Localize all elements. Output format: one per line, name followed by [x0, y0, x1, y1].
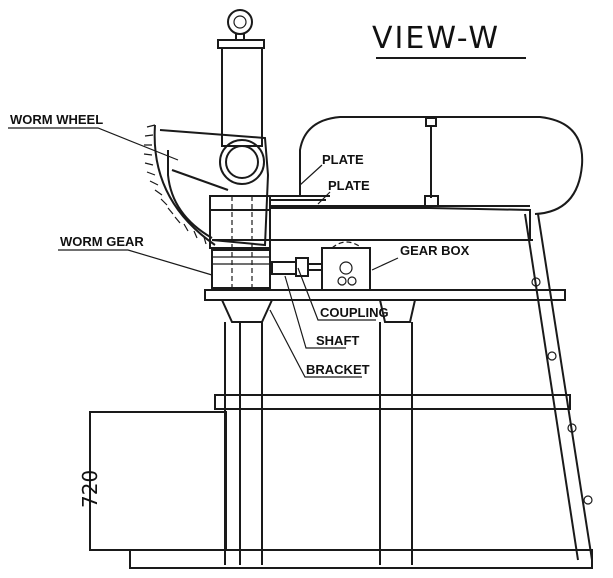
gear-box: [321, 241, 371, 291]
legs: [224, 322, 413, 565]
worm-gear: [211, 249, 271, 289]
label-coupling: COUPLING: [320, 305, 389, 320]
frame-beam: [204, 289, 566, 301]
top-deck: [212, 205, 531, 241]
coupling-shaft: [271, 257, 322, 277]
vertical-column: [221, 47, 263, 147]
label-worm-gear: WORM GEAR: [60, 234, 144, 249]
plates: [209, 195, 330, 290]
brackets: [221, 299, 416, 323]
label-shaft: SHAFT: [316, 333, 359, 348]
worm-wheel: [143, 124, 270, 247]
label-bracket: BRACKET: [306, 362, 370, 377]
base-plate: [129, 549, 593, 569]
view-title: VIEW-W: [372, 21, 500, 56]
label-plate-2: PLATE: [328, 178, 370, 193]
label-gear-box: GEAR BOX: [400, 243, 470, 258]
lifting-eye: [217, 9, 265, 49]
mid-beam: [214, 394, 571, 410]
worm-wheel-teeth: [143, 124, 207, 245]
label-worm-wheel: WORM WHEEL: [10, 112, 103, 127]
wheel-hub: [219, 139, 265, 185]
leader-lines: [8, 127, 399, 378]
dimension-720: 720: [78, 470, 102, 508]
label-plate-1: PLATE: [322, 152, 364, 167]
side-rail: [520, 213, 593, 561]
base-block: [89, 411, 227, 551]
